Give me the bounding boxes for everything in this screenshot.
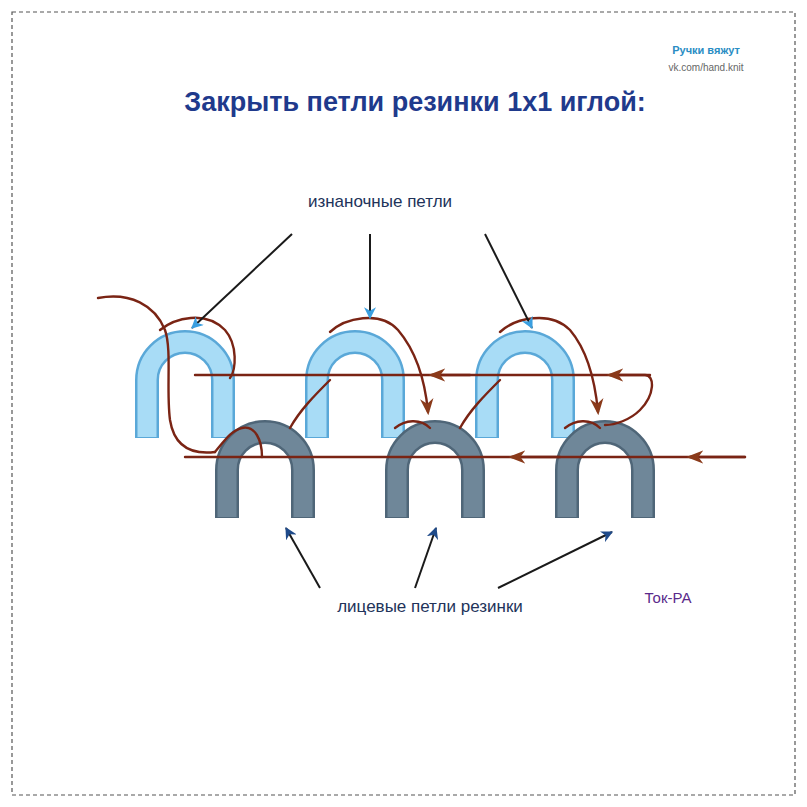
dashed-frame (12, 12, 795, 795)
callout-label: изнаночные петли (308, 192, 452, 212)
stitch-loop (567, 432, 643, 518)
stitch-loop (227, 432, 303, 518)
stitch-loop (487, 342, 563, 438)
stitch-loop (397, 432, 473, 518)
stitch-loops (147, 342, 643, 518)
watermark: Ручки вяжут (672, 44, 740, 57)
callout-label: лицевые петли резинки (337, 597, 523, 617)
stitch-loop (147, 342, 223, 438)
leader-lines (192, 234, 612, 588)
watermark: vk.com/hand.knit (668, 62, 743, 74)
yarn (98, 297, 745, 457)
stitch-loop (317, 342, 393, 438)
diagram-title: Закрыть петли резинки 1x1 иглой: (184, 87, 645, 118)
author-signature: Ток-РА (645, 589, 692, 606)
